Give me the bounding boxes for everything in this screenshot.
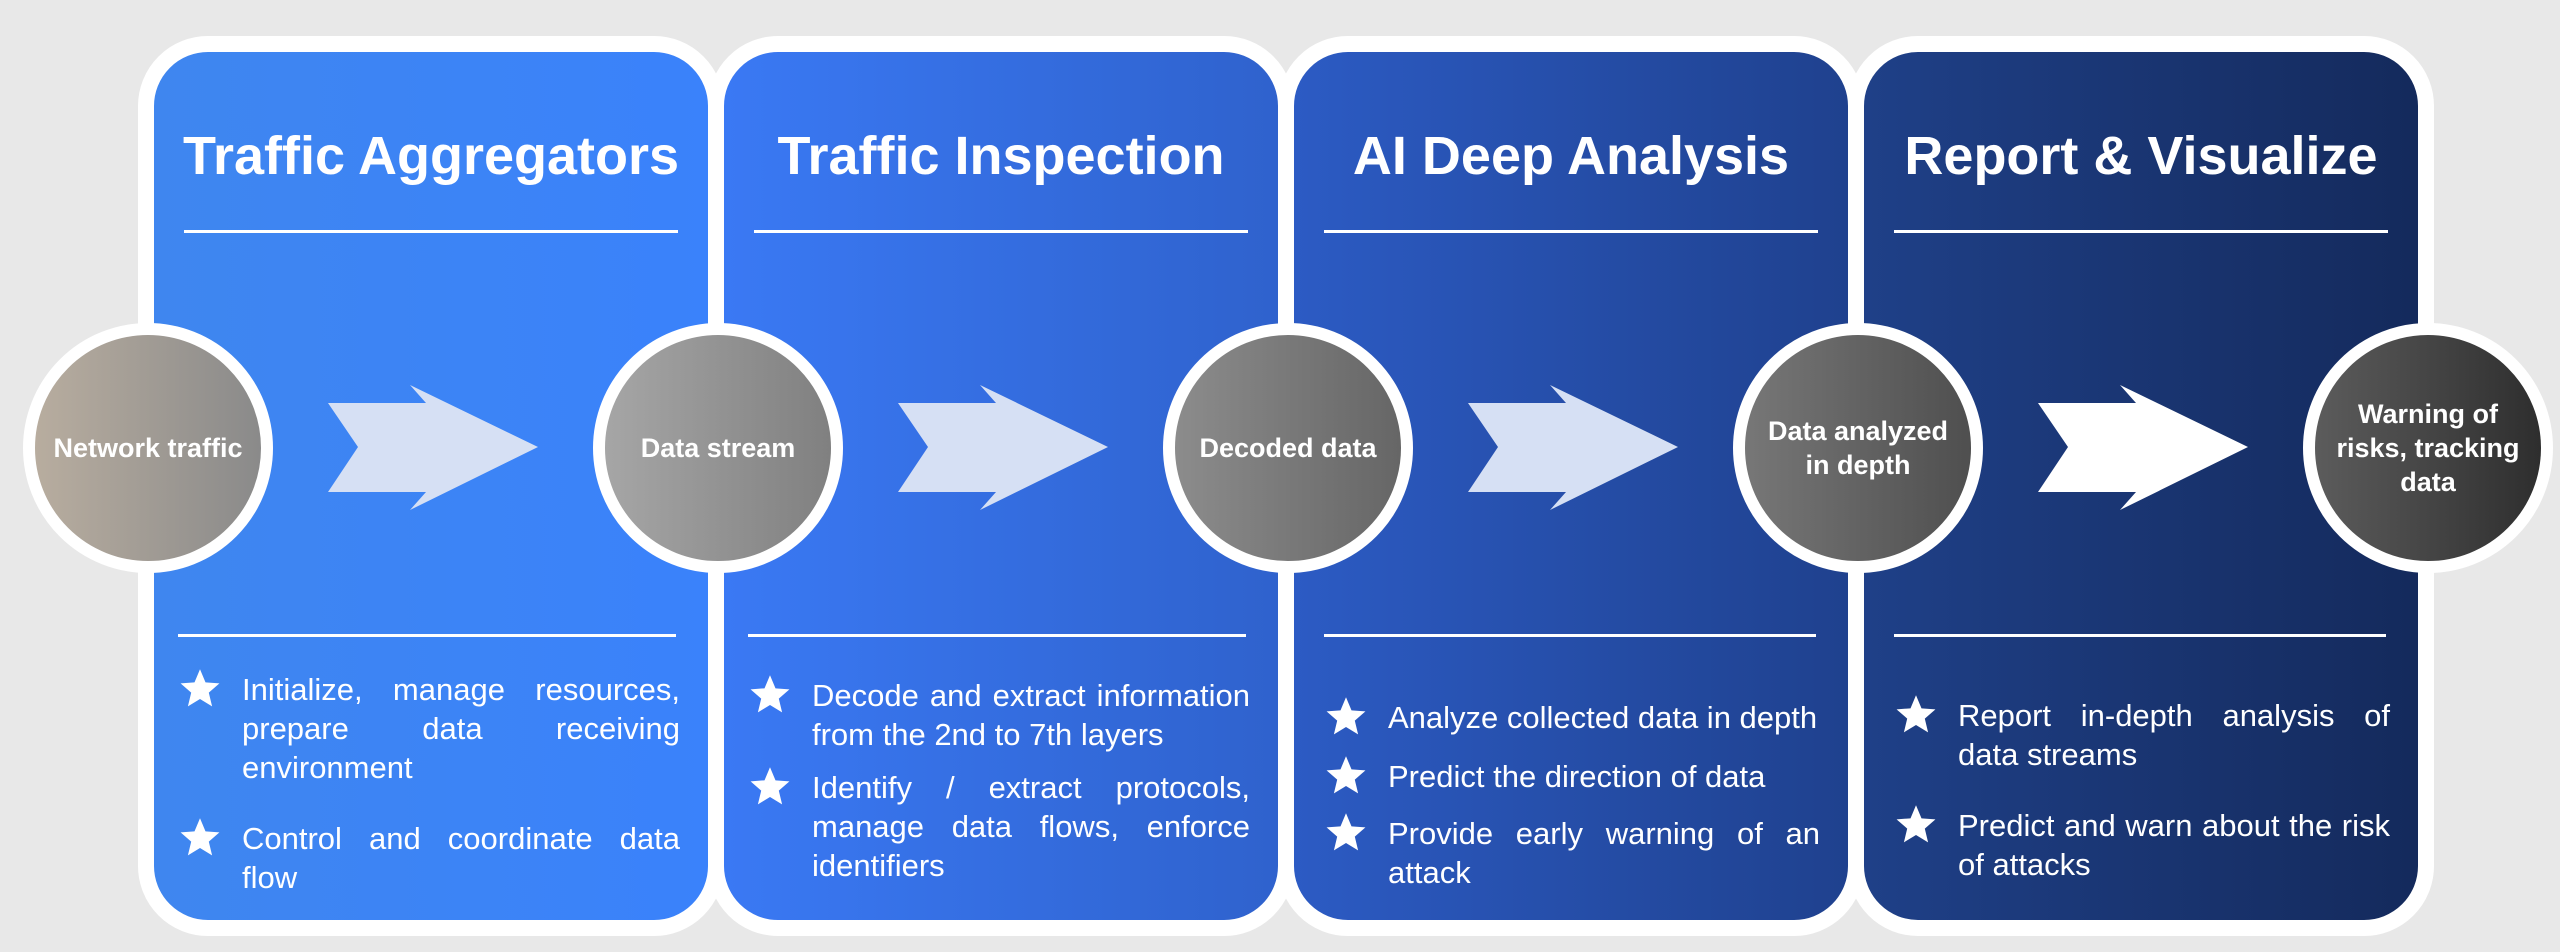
star-icon [180,669,220,707]
bullet-list: Decode and extract information from the … [748,675,1250,885]
bullets-divider [178,634,676,637]
title-divider [184,230,678,233]
bullet-item: Provide early warning of an attack [1324,813,1820,892]
star-icon [1896,805,1936,843]
bullets-divider [748,634,1246,637]
arrow-right-icon [2038,385,2248,510]
stage-title: Report & Visualize [1904,126,2378,186]
bullet-text: Decode and extract information from the … [812,678,1250,752]
stage-title: AI Deep Analysis [1352,126,1790,186]
star-icon [750,767,790,805]
bullet-item: Initialize, manage resources, prepare da… [178,669,680,787]
bullet-text: Report in-depth analysis of data streams [1958,698,2390,772]
bullet-text: Control and coordinate data flow [242,821,680,895]
bullet-item: Predict the direction of data [1324,756,1820,796]
star-icon [1326,756,1366,794]
title-divider [1324,230,1818,233]
bullet-text: Initialize, manage resources, prepare da… [242,672,680,785]
bullet-list: Initialize, manage resources, prepare da… [178,669,680,897]
bullet-item: Identify / extract protocols, manage dat… [748,767,1250,885]
star-icon [1896,695,1936,733]
bullets-divider [1894,634,2386,637]
arrow-right-icon [328,385,538,510]
bullet-text: Provide early warning of an attack [1388,816,1820,890]
title-divider [1894,230,2388,233]
bullet-item: Report in-depth analysis of data streams [1894,695,2390,774]
bullet-text: Predict the direction of data [1388,759,1766,794]
bullet-item: Predict and warn about the risk of attac… [1894,805,2390,884]
node-network-traffic: Network traffic [23,323,273,573]
bullets-divider [1324,634,1816,637]
node-warning-output: Warning of risks, tracking data [2303,323,2553,573]
bullet-list: Analyze collected data in depth Predict … [1324,697,1820,892]
stage-title: Traffic Aggregators [182,126,680,186]
arrow-right-icon [1468,385,1678,510]
arrow-right-icon [898,385,1108,510]
star-icon [750,675,790,713]
bullet-list: Report in-depth analysis of data streams… [1894,695,2390,884]
bullet-text: Identify / extract protocols, manage dat… [812,770,1250,883]
bullet-item: Control and coordinate data flow [178,818,680,897]
star-icon [180,818,220,856]
title-divider [754,230,1248,233]
bullet-item: Analyze collected data in depth [1324,697,1820,737]
node-data-stream: Data stream [593,323,843,573]
node-data-analyzed: Data analyzed in depth [1733,323,1983,573]
bullet-item: Decode and extract information from the … [748,675,1250,754]
bullet-text: Predict and warn about the risk of attac… [1958,808,2390,882]
star-icon [1326,697,1366,735]
node-decoded-data: Decoded data [1163,323,1413,573]
star-icon [1326,813,1366,851]
bullet-text: Analyze collected data in depth [1388,700,1818,735]
stage-title: Traffic Inspection [777,126,1225,186]
